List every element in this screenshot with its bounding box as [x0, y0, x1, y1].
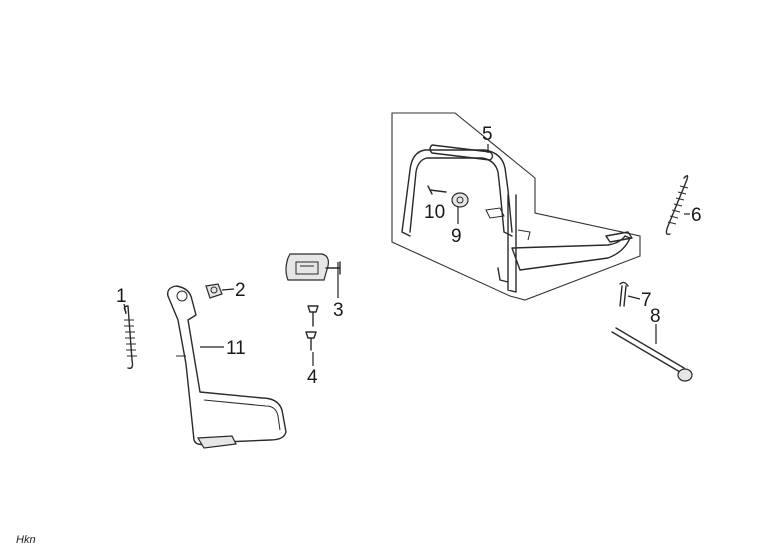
callout-10: 10: [424, 202, 445, 223]
main-stand-pedal: [605, 231, 633, 243]
footer-code: Hkn: [16, 534, 36, 546]
callout-5: 5: [482, 124, 493, 145]
callout-8: 8: [650, 306, 661, 327]
leader-lines: [123, 144, 690, 366]
leader-1: [123, 303, 127, 315]
main-stand-cross-tube: [429, 144, 494, 161]
part-4-bolts: [305, 305, 319, 351]
part-9-bushing: [451, 192, 469, 208]
callout-1: 1: [116, 286, 127, 307]
callout-9: 9: [451, 226, 462, 247]
part-7-cotter-pin: [619, 281, 629, 307]
leader-2: [221, 288, 235, 291]
callout-4: 4: [307, 367, 318, 388]
part-6-spring: [665, 175, 689, 236]
part-1-spring: [123, 305, 137, 370]
part-2-bolt: [205, 283, 223, 299]
callout-6: 6: [691, 205, 702, 226]
callout-7: 7: [641, 290, 652, 311]
main-stand-bracket: [485, 207, 531, 241]
leader-7: [627, 295, 641, 300]
callout-2: 2: [235, 280, 246, 301]
part-11-side-stand: [166, 285, 287, 449]
main-stand-box: [391, 112, 641, 301]
callout-11: 11: [226, 338, 246, 359]
callout-3: 3: [333, 300, 344, 321]
callout-labels: 1 2 3 4 5 6 7 8 9 10 11: [116, 124, 702, 388]
part-10-bolt: [427, 185, 447, 195]
part-3-bracket: [285, 253, 341, 281]
main-stand-group: [391, 112, 641, 301]
part-8-pivot-shaft: [611, 327, 693, 382]
